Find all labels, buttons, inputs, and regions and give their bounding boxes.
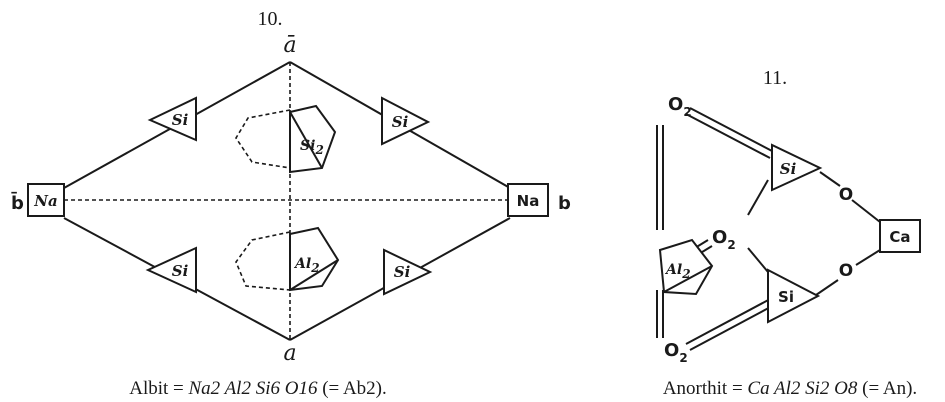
- caption-11-suffix: (= An).: [857, 378, 917, 399]
- si-triangle-top: [771, 143, 823, 192]
- al2-fig11-sub: 2: [681, 267, 690, 281]
- caption-10-formula: Na2 Al2 Si6 O16: [188, 378, 318, 399]
- al2-fig11-text: Al: [664, 262, 682, 278]
- na-right-label: Na: [517, 192, 540, 210]
- o2-middle-text: O: [712, 227, 727, 248]
- al2-pentagon-fig11-diagonal: [663, 265, 713, 293]
- si2-pentagon-dashed: [235, 109, 291, 169]
- na-left-box: [27, 183, 65, 217]
- bond-ca-o-lower: [855, 249, 881, 266]
- o2-bottom-label: O2: [664, 340, 688, 365]
- si-triangle-top-right: [381, 96, 431, 146]
- o2-middle-sub: 2: [727, 238, 735, 252]
- o2-middle-label: O2: [712, 227, 736, 252]
- figure-10-caption: Albit = Na2 Al2 Si6 O16 (= Ab2).: [129, 378, 387, 399]
- ca-box: [879, 219, 921, 253]
- figure-10: 10. ā a b̄ b Na Na Si Si Si Si Si2: [11, 8, 571, 399]
- si-bottom-left-label: Si: [172, 262, 189, 280]
- si-bottom-label: Si: [778, 288, 794, 306]
- o-upper-label: O: [839, 185, 853, 205]
- si2-label-text: Si: [300, 138, 315, 154]
- axis-label-right: b: [558, 193, 571, 214]
- caption-10-prefix: Albit =: [129, 378, 188, 399]
- na-left-label: Na: [33, 192, 57, 210]
- si-top-left-label: Si: [172, 111, 189, 129]
- al2-pentagon-diagonal: [289, 259, 339, 291]
- si-top-label: Si: [780, 160, 797, 178]
- al2-fig11-label: Al2: [664, 262, 691, 281]
- ca-label: Ca: [889, 228, 910, 246]
- axis-label-top: ā: [283, 33, 296, 58]
- si-top-right-label: Si: [392, 113, 409, 131]
- al2-pentagon-dashed: [235, 231, 291, 291]
- si2-label-sub: 2: [314, 143, 323, 157]
- o2-top-text: O: [668, 94, 683, 115]
- bond-o-ca-upper: [851, 199, 881, 223]
- si2-pentagon-diagonal: [289, 111, 323, 169]
- o2-top-sub: 2: [683, 105, 691, 119]
- caption-11-formula: Ca Al2 Si2 O8: [747, 378, 857, 399]
- bond-si-o2middle: [747, 179, 769, 216]
- o2-bottom-text: O: [664, 340, 679, 361]
- bond-o2bottom-si-b: [689, 303, 777, 351]
- na-right-box: [507, 183, 549, 217]
- o2-bottom-sub: 2: [679, 351, 687, 365]
- si-triangle-bottom-left: [145, 246, 197, 294]
- al2-label-sub: 2: [310, 261, 319, 275]
- bond-o2bottom-si-a: [685, 297, 773, 345]
- figure-11-number: 11.: [763, 67, 787, 89]
- si2-pentagon: [289, 104, 337, 174]
- si-triangle-top-left: [147, 96, 197, 142]
- figure-10-number: 10.: [258, 8, 283, 30]
- al2-label: Al2: [293, 256, 320, 275]
- si-triangle-bottom: [767, 268, 821, 324]
- axis-label-bottom: a: [283, 341, 296, 366]
- bond-o2middle-si: [747, 247, 769, 273]
- caption-11-prefix: Anorthit =: [663, 378, 748, 399]
- figure-11-caption: Anorthit = Ca Al2 Si2 O8 (= An).: [663, 378, 917, 399]
- si-bottom-right-label: Si: [394, 263, 411, 281]
- figure-11: 11. O2 O2 O2 Si Si O O: [656, 67, 921, 399]
- caption-10-suffix: (= Ab2).: [317, 378, 386, 399]
- al2-label-text: Al: [293, 256, 311, 272]
- o2-top-label: O2: [668, 94, 692, 119]
- axis-label-left: b̄: [11, 192, 24, 214]
- bond-si-o-upper: [819, 171, 841, 187]
- bond-o-si-lower: [815, 279, 839, 296]
- si-triangle-bottom-right: [383, 248, 433, 296]
- al2-pentagon-fig11: [658, 238, 714, 296]
- bond-o2top-si-b: [685, 113, 771, 159]
- bond-o2top-si-a: [689, 107, 775, 153]
- o-lower-label: O: [839, 261, 853, 281]
- al2-pentagon: [289, 226, 340, 292]
- si2-label: Si2: [300, 138, 324, 157]
